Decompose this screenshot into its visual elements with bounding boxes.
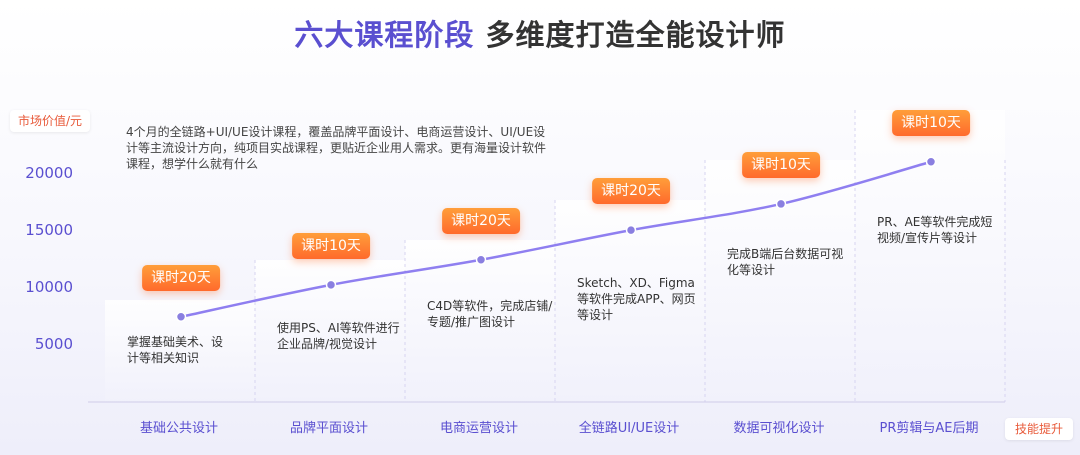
x-axis-label: 技能提升 (1005, 418, 1073, 440)
duration-badge: 课时10天 (742, 151, 820, 178)
data-point (175, 311, 187, 323)
y-tick-label: 15000 (25, 221, 73, 239)
duration-badge: 课时10天 (292, 232, 370, 259)
stage-column (705, 160, 855, 402)
title-accent: 六大课程阶段 (294, 18, 475, 52)
x-category-label: 基础公共设计 (140, 421, 218, 436)
duration-badge: 课时20天 (442, 207, 520, 234)
title-rest: 多维度打造全能设计师 (485, 18, 786, 52)
x-category-label: 品牌平面设计 (290, 420, 368, 436)
x-category-label: 数据可视化设计 (733, 421, 824, 436)
page-title: 六大课程阶段 多维度打造全能设计师 (0, 12, 1080, 54)
y-axis-label: 市场价值/元 (10, 110, 90, 132)
stage-description: C4D等软件，完成店铺/专题/推广图设计 (427, 299, 553, 329)
stage-description: 使用PS、AI等软件进行企业品牌/视觉设计 (277, 321, 400, 351)
data-point (625, 224, 637, 236)
y-tick-label: 10000 (25, 278, 73, 296)
stage-description: 掌握基础美术、设计等相关知识 (127, 335, 224, 365)
data-point (325, 279, 337, 291)
x-category-label: 电商运营设计 (440, 421, 518, 436)
stage-description: Sketch、XD、Figma等软件完成APP、网页等设计 (577, 276, 696, 322)
stage-description: 完成B端后台数据可视化等设计 (727, 247, 844, 277)
y-tick-label: 5000 (35, 335, 73, 353)
data-point (925, 156, 937, 167)
intro-text: 4个月的全链路+UI/UE设计课程，覆盖品牌平面设计、电商运营设计、UI/UE设… (126, 125, 547, 171)
y-tick-label: 20000 (25, 164, 73, 182)
x-category-label: 全链路UI/UE设计 (579, 420, 679, 436)
stage-description: PR、AE等软件完成短视频/宣传片等设计 (877, 215, 993, 245)
stage-column (405, 240, 555, 402)
duration-badge: 课时10天 (892, 109, 970, 136)
value-curve (180, 160, 932, 319)
data-point (475, 254, 487, 266)
duration-badge: 课时20天 (592, 178, 670, 205)
duration-badge: 课时20天 (142, 264, 220, 291)
stage-column (855, 110, 1005, 402)
x-category-label: PR剪辑与AE后期 (880, 420, 979, 436)
data-point (775, 198, 787, 210)
